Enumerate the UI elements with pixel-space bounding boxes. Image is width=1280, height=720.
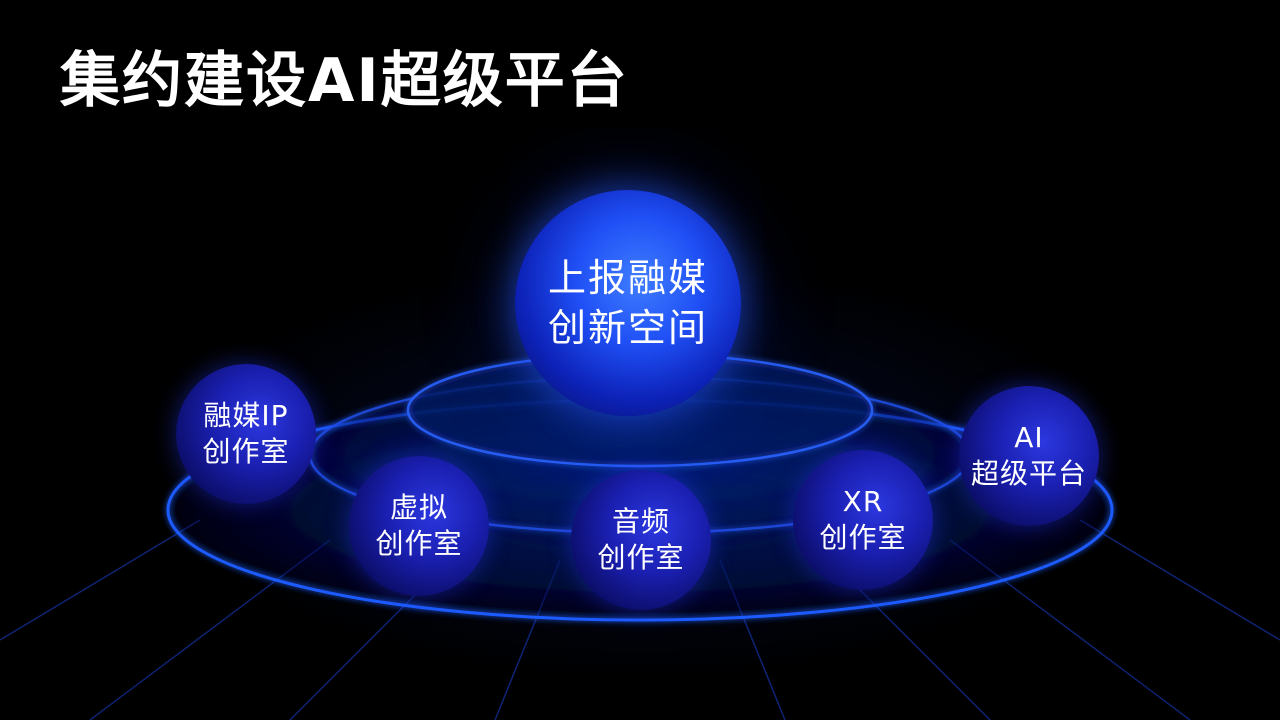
studio-label-line1: 虚拟	[389, 491, 448, 524]
grid-line	[1079, 519, 1280, 641]
studio-label-line2: 创作室	[202, 435, 290, 468]
studio-label-line2: 超级平台	[970, 457, 1087, 490]
grid-line	[0, 519, 201, 641]
studio-sphere-virtual: 虚拟 创作室	[349, 456, 489, 596]
center-label-line1: 上报融媒	[547, 256, 708, 300]
studio-label-line1: 音频	[611, 505, 670, 538]
studio-sphere-audio: 音频 创作室	[571, 470, 711, 610]
studio-label-line2: 创作室	[375, 527, 463, 560]
studio-sphere-xr: XR 创作室	[793, 450, 933, 590]
studio-sphere-ai: AI 超级平台	[959, 386, 1099, 526]
studio-label-line1: XR	[842, 485, 884, 518]
page-title: 集约建设AI超级平台	[60, 46, 629, 116]
studio-label-line1: AI	[1014, 421, 1044, 454]
studio-label-line2: 创作室	[819, 521, 907, 554]
perspective-grid	[0, 519, 1280, 720]
center-sphere: 上报融媒 创新空间	[515, 190, 741, 416]
center-label-line2: 创新空间	[547, 306, 708, 350]
studio-sphere-ip: 融媒IP 创作室	[176, 364, 316, 504]
studio-label-line2: 创作室	[597, 541, 685, 574]
studio-label-line1: 融媒IP	[203, 399, 289, 432]
